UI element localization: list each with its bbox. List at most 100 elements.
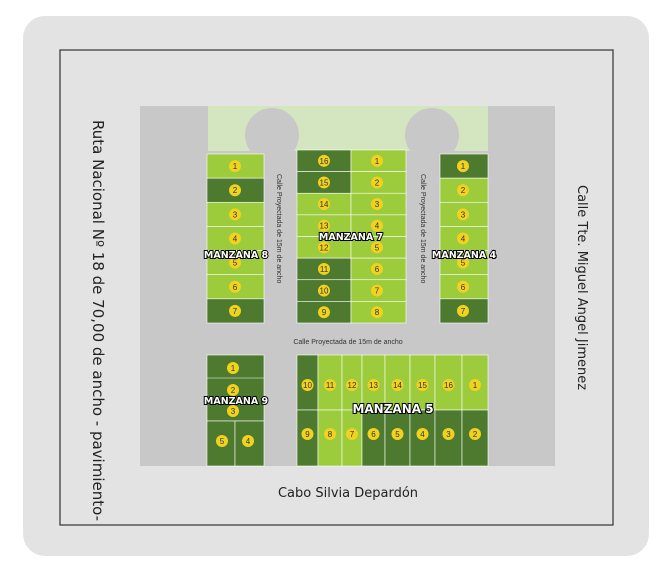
- lot-marker: [229, 280, 241, 293]
- lot-number: 3: [446, 430, 451, 439]
- lot-number: 5: [375, 243, 380, 252]
- lot-marker: [318, 198, 330, 211]
- lot-marker: [346, 428, 358, 440]
- lot-marker: [301, 428, 314, 440]
- lot-number: 5: [461, 259, 466, 268]
- lot-marker: [318, 176, 330, 189]
- lot-marker: [416, 428, 429, 440]
- lot-marker: [318, 306, 330, 319]
- lot-number: 3: [231, 407, 236, 416]
- lot-number: 6: [461, 283, 466, 292]
- lot-number: 2: [231, 386, 236, 395]
- lot-marker: [371, 306, 383, 319]
- lot-marker: [229, 208, 241, 221]
- lot-marker: [469, 428, 481, 440]
- lot-number: 10: [303, 381, 312, 390]
- lot-number: 15: [320, 178, 329, 187]
- lot-marker: [318, 219, 330, 232]
- lot-marker: [229, 256, 241, 269]
- lot-number: 10: [320, 287, 329, 296]
- lot-number: 6: [371, 430, 376, 439]
- lot-number: 15: [418, 381, 427, 390]
- block-manzana-9: 1 2 3 5 4: [206, 354, 265, 467]
- lot-marker: [227, 362, 239, 374]
- manzana-8-label: MANZANA 8: [204, 250, 269, 261]
- lot-marker: [457, 208, 469, 221]
- west-street-label: Ruta Nacional Nº 18 de 70,00 de ancho - …: [89, 120, 107, 521]
- inner-street-label-2: Calle Proyectada de 15m de ancho: [419, 174, 426, 283]
- lot-number: 11: [320, 265, 329, 274]
- block-manzana-8: 1 2 3 4 5 6 7: [206, 153, 265, 324]
- lot-number: 5: [395, 430, 400, 439]
- lot-marker: [216, 435, 228, 447]
- lot-number: 9: [305, 430, 310, 439]
- lot-marker: [324, 428, 336, 440]
- lot-number: 1: [375, 157, 380, 166]
- lot-number: 16: [444, 381, 453, 390]
- lot-number: 12: [348, 381, 357, 390]
- lot-number: 5: [220, 437, 225, 446]
- lot-marker: [457, 232, 469, 245]
- lot-number: 16: [320, 157, 329, 166]
- lot-number: 3: [233, 210, 238, 219]
- lot-number: 6: [375, 265, 380, 274]
- lot-number: 4: [246, 437, 251, 446]
- lot-marker: [391, 428, 404, 440]
- lot-number: 13: [369, 381, 378, 390]
- lot-marker: [457, 256, 469, 269]
- lot-marker: [457, 184, 469, 197]
- lot-marker: [318, 154, 330, 167]
- lot-marker: [371, 219, 383, 232]
- lot-number: 3: [375, 200, 380, 209]
- lot-marker: [457, 304, 469, 317]
- lot-number: 14: [393, 381, 402, 390]
- property-boundary: [59, 49, 614, 526]
- manzana-5-label: MANZANA 5: [352, 402, 433, 416]
- cul-de-sac-west: [245, 108, 299, 162]
- east-street-label: Calle Tte. Miguel Angel Jimenez: [574, 185, 589, 390]
- lot-number: 3: [461, 210, 466, 219]
- lot-marker: [371, 176, 383, 189]
- lot-marker: [457, 160, 469, 173]
- manzana-4-label: MANZANA 4: [432, 250, 497, 261]
- lot-marker: [371, 198, 383, 211]
- lot-marker: [318, 262, 330, 275]
- lot-number: 5: [233, 259, 238, 268]
- lot-number: 2: [233, 186, 238, 195]
- lot-number: 2: [375, 178, 380, 187]
- lot-number: 4: [233, 235, 238, 244]
- lot-marker: [301, 379, 314, 391]
- lot-marker: [227, 405, 239, 417]
- lot-number: 11: [326, 381, 335, 390]
- lot-marker: [346, 379, 358, 391]
- lot-marker: [442, 428, 455, 440]
- lot-number: 7: [233, 307, 238, 316]
- lot-number: 1: [473, 381, 478, 390]
- lot-number: 1: [461, 162, 466, 171]
- lot-marker: [371, 262, 383, 275]
- lot-marker: [324, 379, 336, 391]
- lot-number: 12: [320, 243, 329, 252]
- lot-number: 6: [233, 283, 238, 292]
- lot-marker: [371, 241, 383, 254]
- lot-number: 13: [320, 222, 329, 231]
- lot-number: 14: [320, 200, 329, 209]
- lot-marker: [318, 284, 330, 297]
- lot-marker: [318, 241, 330, 254]
- lot-number: 8: [328, 430, 333, 439]
- south-street-label: Cabo Silvia Depardón: [278, 486, 418, 501]
- lot-number: 1: [231, 364, 236, 373]
- lot-marker: [229, 160, 241, 173]
- lot-number: 1: [233, 162, 238, 171]
- lot-number: 8: [375, 308, 380, 317]
- cul-de-sac-east: [405, 108, 459, 162]
- lot-number: 4: [420, 430, 425, 439]
- lot-marker: [416, 379, 429, 391]
- lot-marker: [371, 154, 383, 167]
- lot-marker: [227, 384, 239, 396]
- lot-5[interactable]: [206, 420, 236, 467]
